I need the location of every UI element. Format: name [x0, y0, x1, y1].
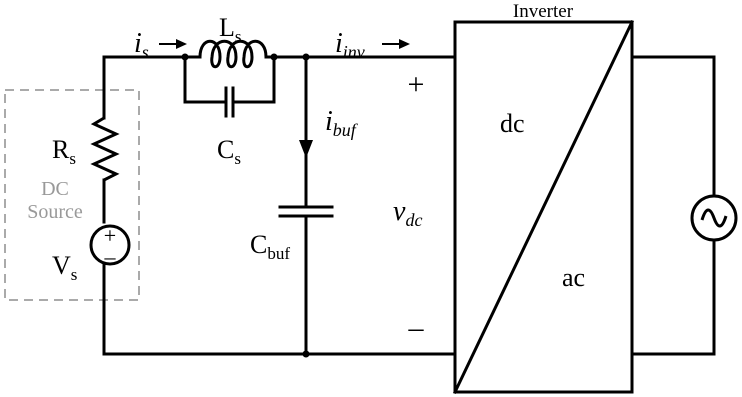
label-dc-source-line1: DC — [41, 178, 69, 200]
label-cbuf: Cbuf — [250, 230, 290, 263]
label-vdc-minus: – — [408, 311, 425, 344]
label-dc-source-line2: Source — [27, 201, 83, 223]
label-inverter: Inverter — [513, 1, 574, 22]
label-iinv: iinv — [335, 28, 365, 62]
voltage-source-vs — [89, 224, 131, 266]
wire-ac-top — [630, 55, 716, 198]
iinv-arrow-icon — [399, 39, 410, 49]
label-vdc: vdc — [393, 196, 422, 230]
label-rs: Rs — [52, 135, 76, 168]
wire-cs-right — [231, 55, 276, 104]
inverter-box — [453, 20, 634, 394]
dc-source-boundary — [4, 89, 140, 301]
is-arrow-icon — [176, 39, 187, 49]
label-is: is — [134, 28, 149, 62]
wire-cs-left — [183, 55, 228, 104]
label-dc: dc — [500, 109, 525, 138]
label-source-minus: – — [104, 244, 117, 269]
label-vdc-plus: + — [408, 68, 425, 101]
inverter-diagonal — [452, 19, 635, 395]
label-ac: ac — [562, 263, 585, 292]
inductor-ls — [198, 39, 268, 69]
resistor-rs — [90, 116, 120, 182]
wire-ac-bottom — [630, 238, 716, 356]
sine-wave-icon — [700, 208, 728, 228]
ibuf-arrow-icon — [299, 140, 313, 158]
label-source-plus: + — [104, 223, 116, 248]
label-cs: Cs — [217, 135, 241, 168]
label-vs: Vs — [52, 251, 77, 284]
label-ls: Ls — [219, 13, 242, 46]
label-ibuf: ibuf — [325, 106, 359, 140]
